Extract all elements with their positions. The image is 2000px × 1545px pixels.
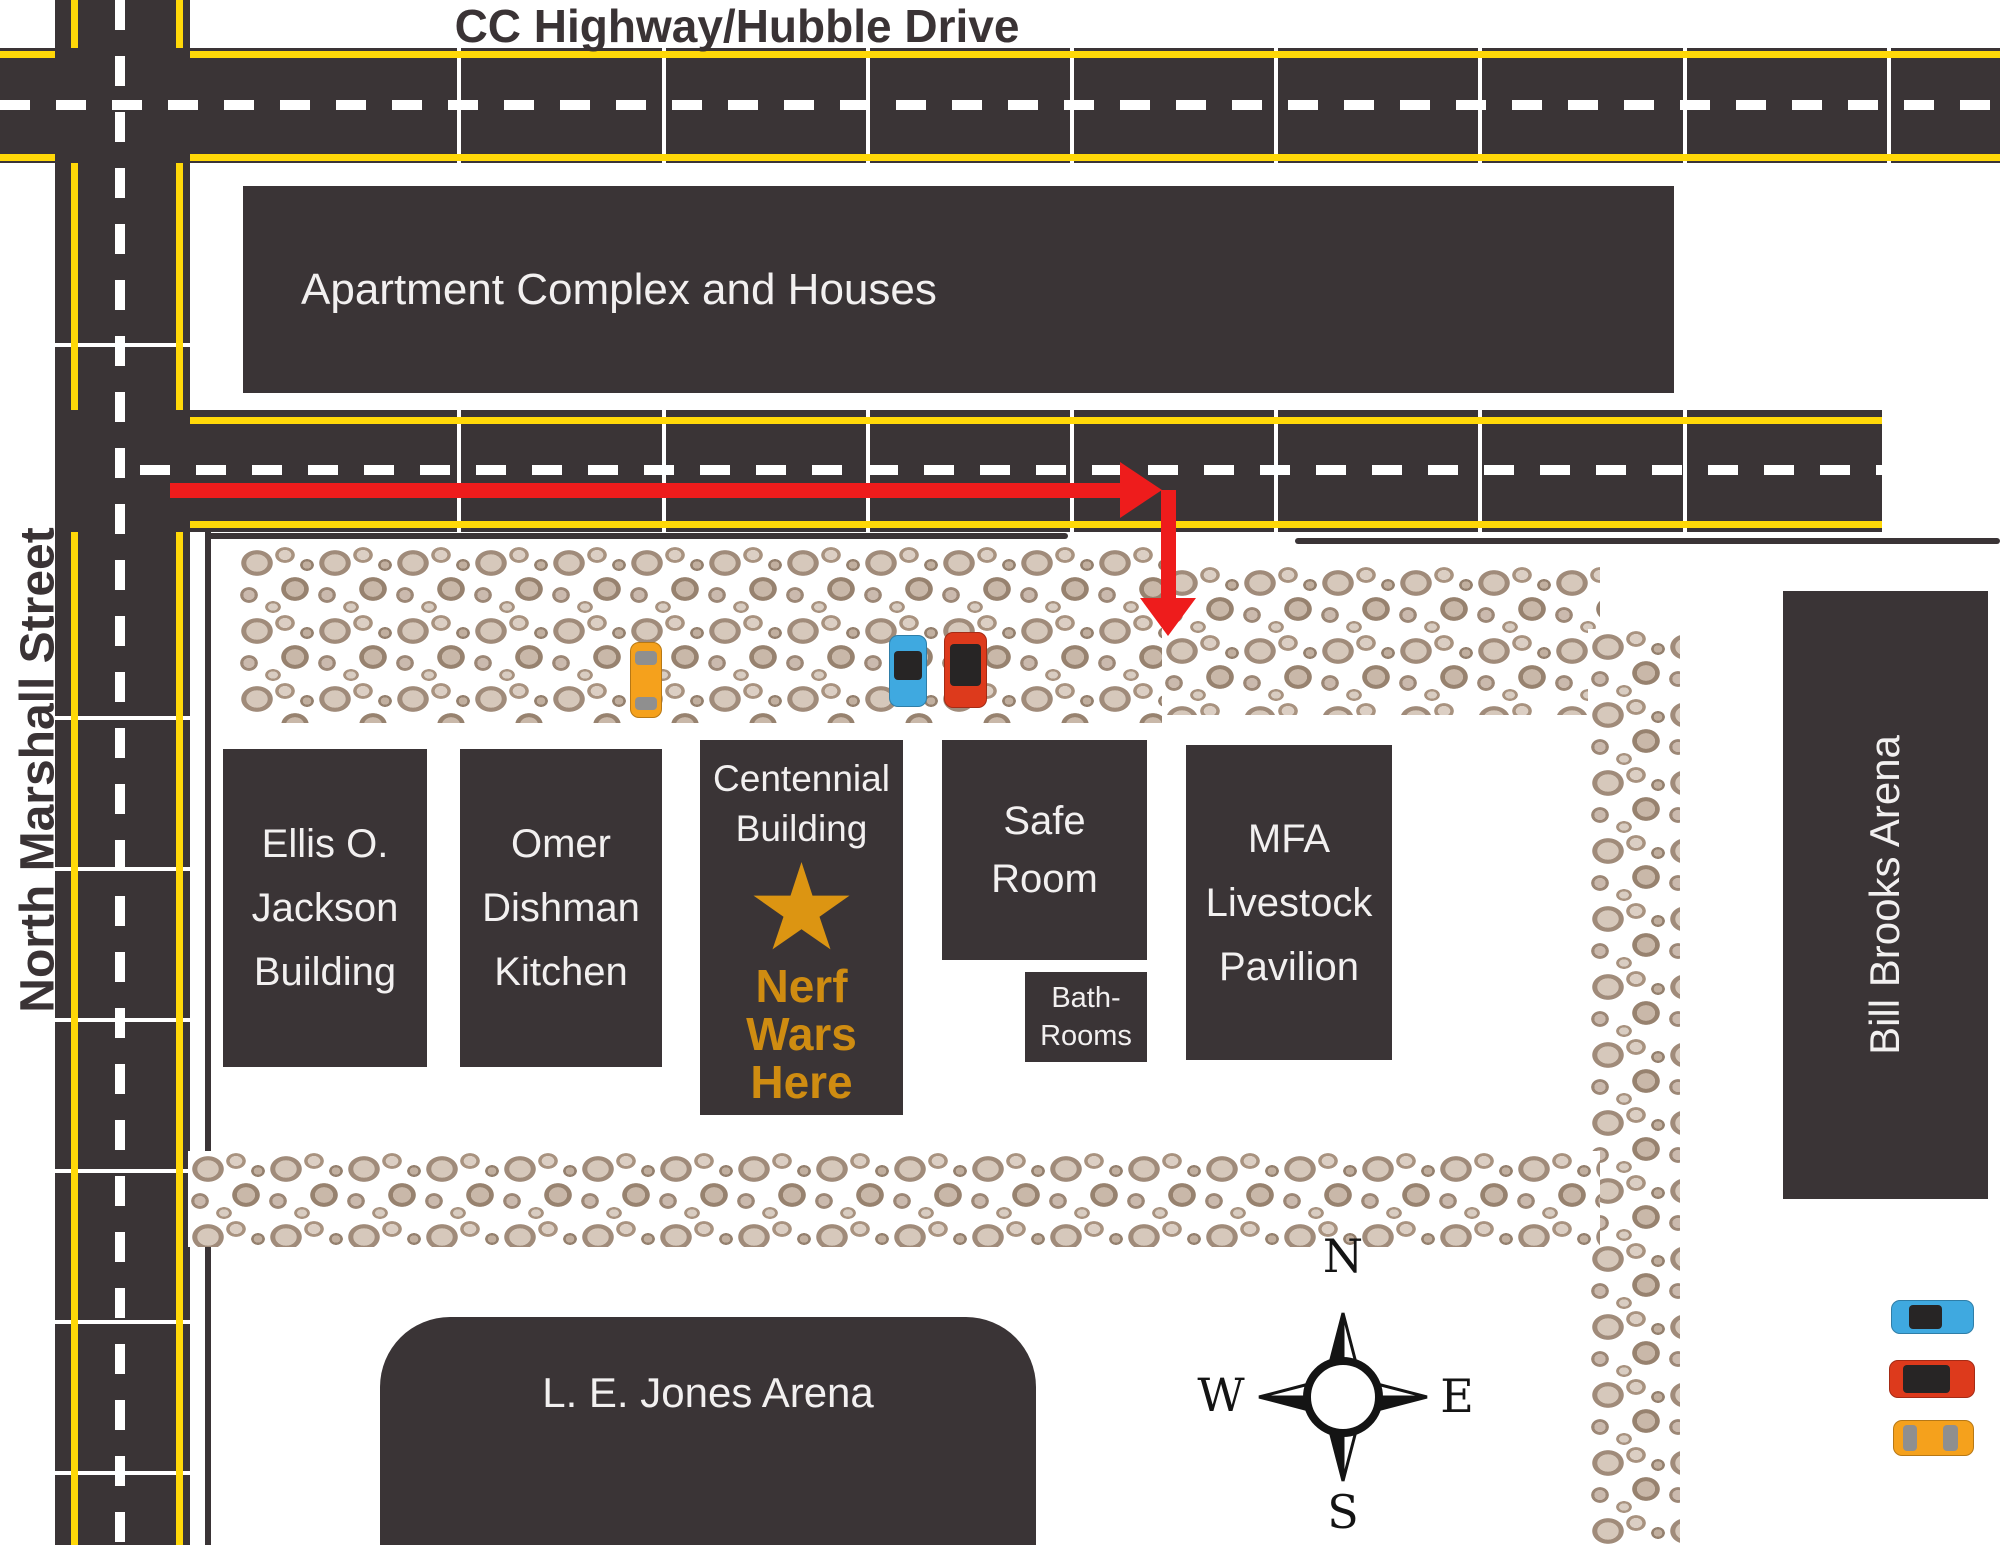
building-label: Centennial bbox=[713, 758, 890, 799]
road-edge-line bbox=[190, 417, 1882, 424]
road-center-dash bbox=[0, 100, 2000, 110]
road-edge-line bbox=[176, 532, 183, 1545]
road-edge-line bbox=[190, 521, 1882, 528]
road-center-dash bbox=[115, 0, 125, 1545]
vertical-street-title: North Marshall Street bbox=[11, 527, 65, 1013]
building-label: Safe bbox=[1003, 799, 1086, 843]
gravel-parking-north-east bbox=[1162, 565, 1600, 715]
building-label: Kitchen bbox=[494, 950, 628, 994]
car-icon-blue bbox=[1891, 1300, 1974, 1334]
building-centennial: Centennial Building Nerf Wars Here bbox=[700, 740, 903, 1115]
car-icon-red bbox=[1889, 1360, 1975, 1398]
building-label: Dishman bbox=[482, 886, 640, 930]
building-label: Ellis O. bbox=[261, 822, 389, 866]
building-omer-dishman-kitchen: Omer Dishman Kitchen bbox=[460, 749, 662, 1067]
compass-west-label: W bbox=[1197, 1368, 1245, 1422]
car-icon-orange bbox=[1893, 1420, 1974, 1456]
nerf-wars-label: Nerf bbox=[755, 960, 848, 1012]
building-label: Rooms bbox=[1040, 1020, 1132, 1052]
building-label: Jackson bbox=[251, 886, 399, 930]
road-edge-line bbox=[0, 154, 55, 161]
building-mfa-livestock-pavilion: MFA Livestock Pavilion bbox=[1186, 745, 1392, 1060]
building-le-jones-arena: L. E. Jones Arena bbox=[380, 1317, 1036, 1545]
building-label: Livestock bbox=[1205, 880, 1373, 925]
gravel-parking-north bbox=[237, 545, 1162, 723]
gravel-path-middle bbox=[188, 1151, 1600, 1247]
road-edge-line bbox=[176, 163, 183, 410]
car-icon-orange bbox=[630, 642, 662, 718]
building-label: L. E. Jones Arena bbox=[542, 1369, 874, 1416]
fence-line-north-right bbox=[1295, 538, 2000, 544]
fence-line-north-left bbox=[205, 533, 1068, 539]
road-center-dash bbox=[140, 465, 1882, 475]
highway-title: CC Highway/Hubble Drive bbox=[454, 0, 1020, 52]
building-label: Bath- bbox=[1051, 982, 1121, 1014]
nerf-wars-label: Here bbox=[750, 1056, 853, 1108]
road-edge-line bbox=[71, 163, 78, 410]
building-label: Building bbox=[735, 808, 868, 849]
compass-south-label: S bbox=[1327, 1485, 1359, 1539]
car-icon-blue bbox=[889, 635, 927, 707]
building-label: Apartment Complex and Houses bbox=[301, 264, 937, 314]
road-edge-line bbox=[71, 0, 78, 48]
route-arrow-head-down bbox=[1140, 598, 1196, 636]
star-icon bbox=[753, 862, 850, 950]
building-label: Omer bbox=[511, 822, 611, 866]
building-safe-room: Safe Room bbox=[942, 740, 1147, 960]
route-arrow-head-right bbox=[1120, 462, 1162, 518]
building-ellis-jackson: Ellis O. Jackson Building bbox=[223, 749, 427, 1067]
building-bill-brooks-arena bbox=[1783, 591, 1988, 1199]
compass-rose-icon bbox=[1258, 1312, 1428, 1482]
road-edge-line bbox=[176, 0, 183, 48]
building-label: Building bbox=[253, 950, 397, 994]
road-edge-line bbox=[190, 154, 2000, 161]
building-label: MFA bbox=[1247, 816, 1331, 861]
building-label: Bill Brooks Arena bbox=[1861, 735, 1908, 1055]
car-icon-red bbox=[944, 632, 987, 708]
compass-east-label: E bbox=[1440, 1369, 1474, 1423]
road-edge-line bbox=[71, 532, 78, 1545]
building-label: Room bbox=[991, 857, 1098, 901]
route-arrow-shaft-horizontal bbox=[170, 483, 1120, 498]
road-edge-line bbox=[190, 51, 2000, 58]
route-arrow-shaft-vertical bbox=[1161, 490, 1176, 600]
building-apartment-complex: Apartment Complex and Houses bbox=[243, 186, 1674, 393]
compass-north-label: N bbox=[1322, 1229, 1364, 1283]
road-edge-line bbox=[0, 51, 55, 58]
building-label: Pavilion bbox=[1218, 944, 1360, 989]
nerf-wars-label: Wars bbox=[746, 1008, 857, 1060]
fence-line-west bbox=[205, 532, 211, 1545]
building-bathrooms: Bath- Rooms bbox=[1025, 972, 1147, 1062]
gravel-path-east bbox=[1588, 629, 1680, 1545]
